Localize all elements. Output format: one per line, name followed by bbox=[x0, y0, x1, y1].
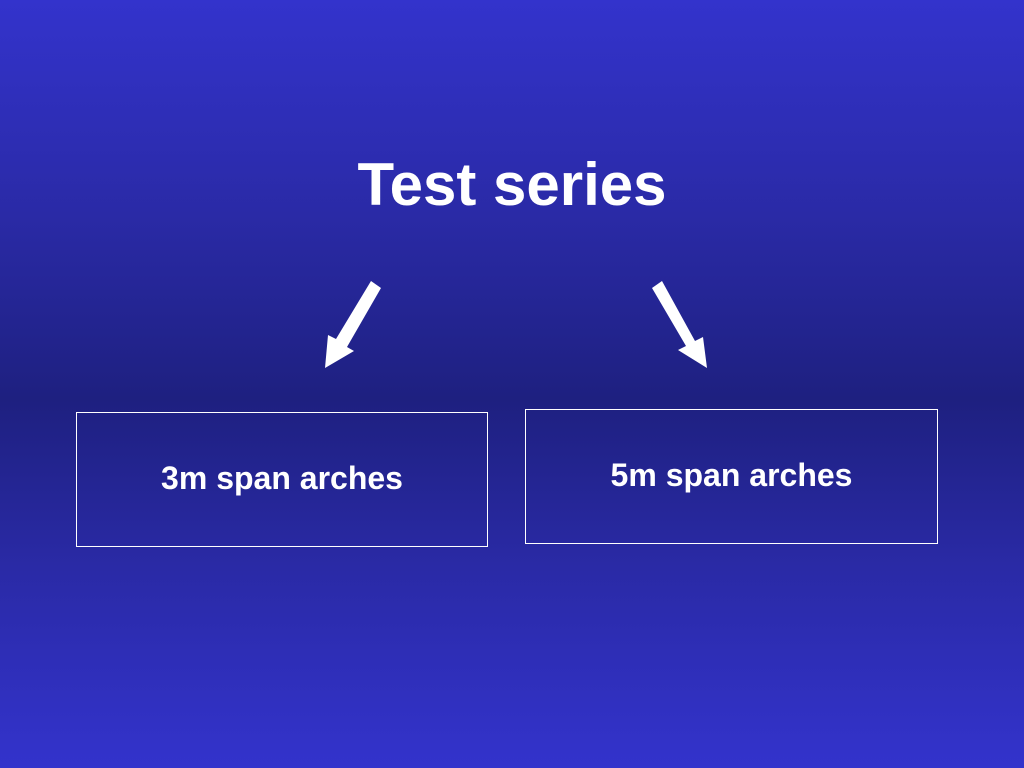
slide-title: Test series bbox=[357, 151, 667, 218]
arrow-to-3m-span bbox=[325, 281, 381, 368]
node-3m-span-arches: 3m span arches bbox=[76, 412, 488, 547]
arrow-to-5m-span bbox=[652, 281, 707, 368]
node-label-5m-span-arches: 5m span arches bbox=[610, 456, 853, 493]
node-5m-span-arches: 5m span arches bbox=[525, 409, 938, 544]
node-label-3m-span-arches: 3m span arches bbox=[161, 459, 403, 496]
